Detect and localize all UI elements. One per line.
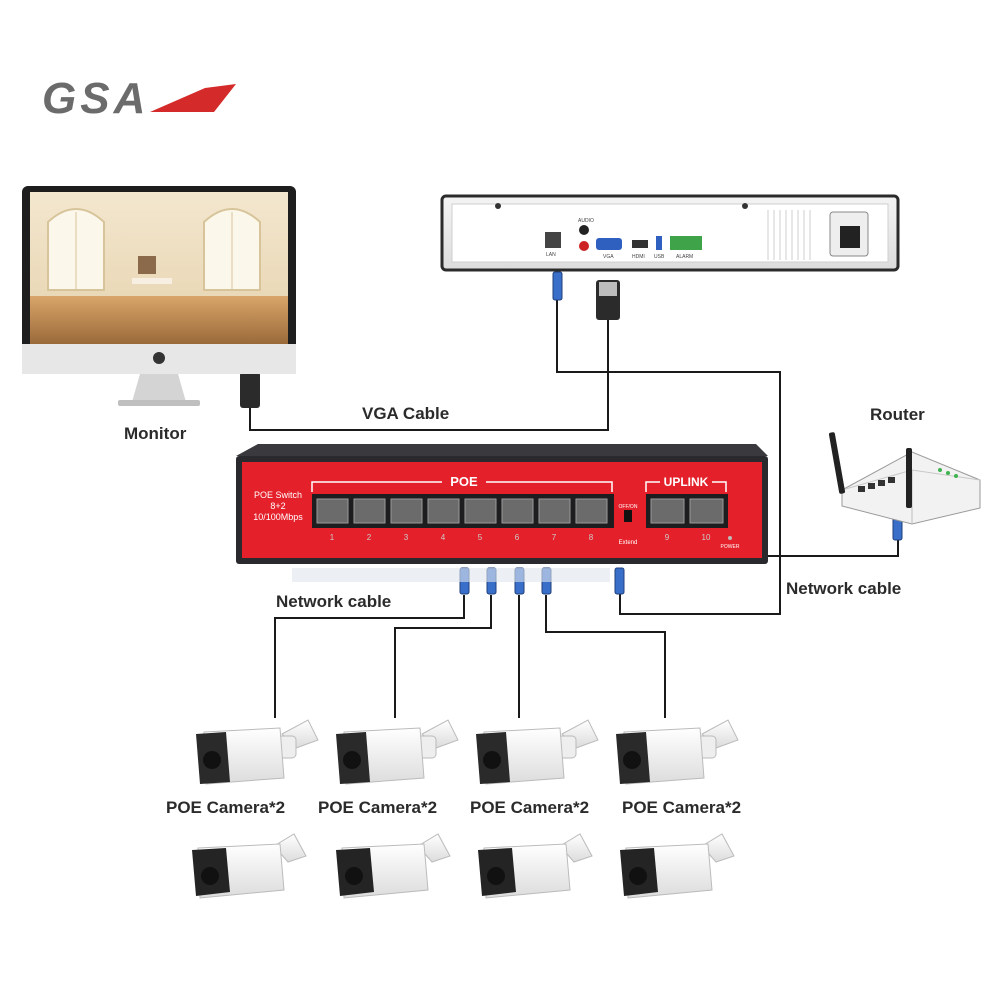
camera-bottom-2 bbox=[336, 833, 451, 899]
vga-plugs bbox=[240, 280, 620, 408]
poe-port bbox=[575, 498, 608, 524]
nvr-lan-port bbox=[545, 232, 561, 248]
svg-text:4: 4 bbox=[441, 533, 446, 542]
camera-label-3: POE Camera*2 bbox=[470, 798, 590, 817]
camera-row-top bbox=[196, 719, 739, 785]
svg-text:AUDIO: AUDIO bbox=[578, 218, 594, 224]
svg-text:Extend: Extend bbox=[619, 540, 638, 546]
nvr-audio-in bbox=[579, 225, 589, 235]
uplink-title: UPLINK bbox=[664, 475, 709, 489]
svg-text:OFF/ON: OFF/ON bbox=[619, 504, 638, 510]
nvr-port-labels: LAN AUDIO VGA HDMI USB ALARM bbox=[546, 218, 693, 260]
vga-cable bbox=[249, 320, 609, 431]
svg-text:8+2: 8+2 bbox=[270, 501, 285, 511]
svg-text:VGA: VGA bbox=[603, 254, 614, 260]
poe-title: POE bbox=[450, 474, 478, 489]
antenna-icon bbox=[828, 432, 846, 494]
nvr-audio-out bbox=[579, 241, 589, 251]
nvr-device bbox=[440, 194, 900, 272]
nvr-hdmi-port bbox=[632, 240, 648, 248]
svg-text:USB: USB bbox=[654, 254, 665, 260]
power-led-icon bbox=[728, 536, 732, 540]
camera-cable-4 bbox=[545, 595, 666, 718]
nvr-alarm-block bbox=[670, 236, 702, 250]
poe-ports bbox=[316, 498, 724, 524]
svg-text:POWER: POWER bbox=[721, 544, 740, 550]
camera-top-3 bbox=[476, 719, 599, 785]
brand-logo: GSA bbox=[42, 74, 236, 123]
network-cable-label-right: Network cable bbox=[786, 579, 902, 598]
monitor-label: Monitor bbox=[124, 424, 187, 443]
svg-text:1: 1 bbox=[330, 533, 335, 542]
power-socket-icon bbox=[840, 226, 860, 248]
svg-text:10: 10 bbox=[702, 533, 711, 542]
nvr-lan-cable bbox=[556, 300, 781, 615]
router-label: Router bbox=[870, 405, 925, 424]
camera-label-4: POE Camera*2 bbox=[622, 798, 742, 817]
router-cable bbox=[760, 540, 899, 557]
connector-icon bbox=[552, 271, 563, 301]
logo-swoosh-icon bbox=[150, 84, 236, 112]
antenna-icon bbox=[906, 448, 912, 508]
camera-bottom-1 bbox=[192, 833, 307, 899]
poe-port bbox=[316, 498, 349, 524]
apple-logo-icon bbox=[153, 352, 165, 364]
poe-port bbox=[538, 498, 571, 524]
poe-port bbox=[501, 498, 534, 524]
network-cable-label-left: Network cable bbox=[276, 592, 392, 611]
camera-cable-2 bbox=[394, 595, 492, 718]
switch-texts: POE UPLINK POE Switch 8+2 10/100Mbps OFF… bbox=[253, 474, 740, 550]
poe-port bbox=[390, 498, 423, 524]
camera-label-1: POE Camera*2 bbox=[166, 798, 286, 817]
svg-text:9: 9 bbox=[665, 533, 670, 542]
svg-text:6: 6 bbox=[515, 533, 520, 542]
svg-text:ALARM: ALARM bbox=[676, 254, 693, 260]
nvr-vga-port bbox=[596, 238, 622, 250]
camera-top-4 bbox=[616, 719, 739, 785]
extend-switch bbox=[624, 510, 632, 522]
camera-top-2 bbox=[336, 719, 459, 785]
switch-reflection bbox=[292, 568, 610, 582]
cable-lines bbox=[249, 300, 899, 718]
camera-cable-1 bbox=[274, 595, 465, 718]
vga-cable-label: VGA Cable bbox=[362, 404, 450, 423]
switch-port-numbers: 1 2 3 4 5 6 7 8 9 10 bbox=[330, 533, 711, 542]
camera-bottom-3 bbox=[478, 833, 593, 899]
svg-text:8: 8 bbox=[589, 533, 594, 542]
camera-row-bottom bbox=[192, 833, 735, 899]
monitor-device bbox=[22, 186, 296, 406]
svg-text:LAN: LAN bbox=[546, 252, 556, 258]
logo-text: GSA bbox=[42, 74, 149, 123]
connector-icon bbox=[614, 567, 625, 595]
svg-text:10/100Mbps: 10/100Mbps bbox=[253, 512, 303, 522]
nvr-usb-port bbox=[656, 236, 662, 250]
camera-bottom-4 bbox=[620, 833, 735, 899]
poe-port bbox=[464, 498, 497, 524]
camera-label-2: POE Camera*2 bbox=[318, 798, 438, 817]
uplink-port bbox=[650, 498, 685, 524]
poe-switch bbox=[236, 444, 768, 564]
camera-top-1 bbox=[196, 719, 319, 785]
router-device bbox=[828, 432, 981, 525]
svg-text:7: 7 bbox=[552, 533, 557, 542]
svg-text:HDMI: HDMI bbox=[632, 254, 645, 260]
poe-port bbox=[427, 498, 460, 524]
uplink-port bbox=[689, 498, 724, 524]
svg-text:POE Switch: POE Switch bbox=[254, 490, 302, 500]
svg-text:3: 3 bbox=[404, 533, 409, 542]
vga-plug-icon bbox=[240, 372, 260, 408]
svg-text:2: 2 bbox=[367, 533, 372, 542]
svg-text:5: 5 bbox=[478, 533, 483, 542]
poe-port bbox=[353, 498, 386, 524]
